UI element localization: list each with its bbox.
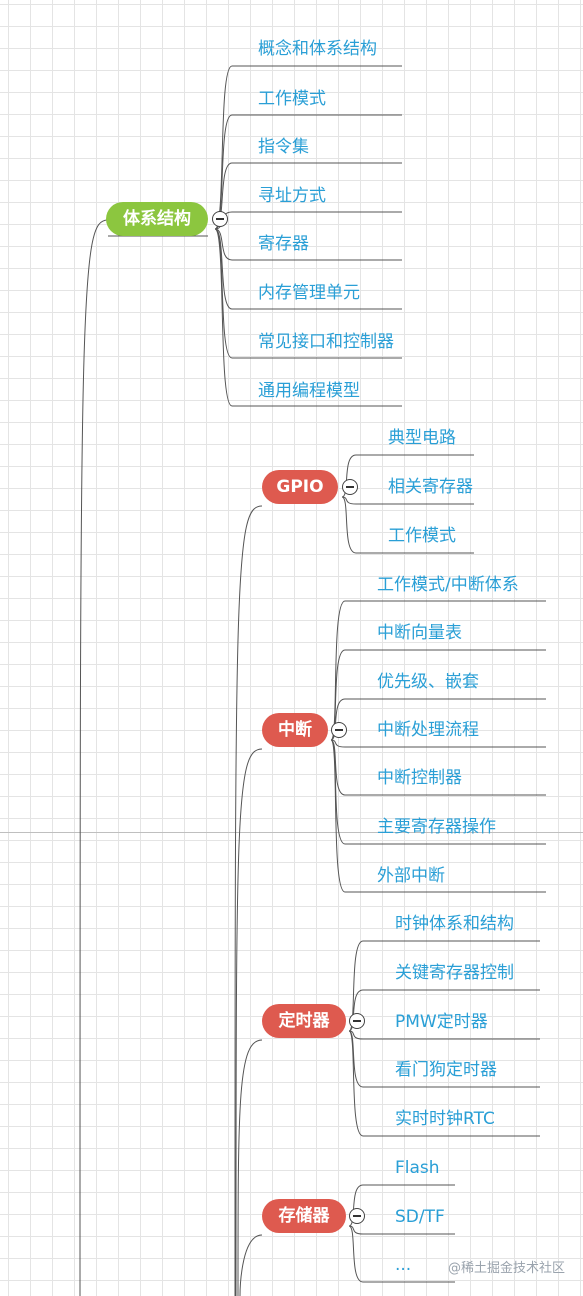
leaf-item[interactable]: 寄存器 (258, 234, 309, 254)
leaf-item[interactable]: 典型电路 (388, 428, 456, 448)
minus-circle-icon[interactable] (349, 1208, 365, 1224)
leaf-item[interactable]: 寻址方式 (258, 186, 326, 206)
branch-connector (330, 600, 346, 741)
leaf-item[interactable]: 工作模式 (388, 526, 456, 546)
branch-connector (330, 739, 346, 893)
leaf-item[interactable]: 常见接口和控制器 (258, 332, 394, 352)
leaf-item[interactable]: 实时时钟RTC (395, 1109, 495, 1129)
trunk-connector (79, 219, 109, 1296)
branch-connector (341, 496, 357, 554)
minus-circle-icon[interactable] (212, 211, 228, 227)
trunk-connector (234, 505, 263, 1296)
leaf-item[interactable]: Flash (395, 1158, 440, 1178)
leaf-item[interactable]: 内存管理单元 (258, 283, 360, 303)
branch-connector (330, 698, 346, 741)
leaf-item[interactable]: 概念和体系结构 (258, 39, 377, 59)
leaf-item[interactable]: ... (395, 1255, 412, 1275)
leaf-item[interactable]: 主要寄存器操作 (377, 817, 496, 837)
branch-connector (348, 940, 364, 1032)
trunk-connector (237, 1039, 263, 1296)
canvas-divider (0, 832, 583, 833)
topic-interrupt[interactable]: 中断 (262, 713, 328, 747)
leaf-item[interactable]: PMW定时器 (395, 1012, 488, 1032)
watermark: @稀土掘金技术社区 (447, 1261, 565, 1276)
leaf-item[interactable]: 外部中断 (377, 866, 445, 886)
minus-circle-icon[interactable] (331, 722, 347, 738)
minus-circle-icon[interactable] (342, 479, 358, 495)
leaf-item[interactable]: 中断控制器 (377, 768, 462, 788)
branch-connector (348, 1184, 364, 1227)
topic-gpio[interactable]: GPIO (262, 470, 338, 504)
leaf-item[interactable]: 通用编程模型 (258, 381, 360, 401)
branch-connector (330, 739, 346, 845)
branch-connector (348, 1030, 364, 1137)
leaf-item[interactable]: 相关寄存器 (388, 477, 473, 497)
branch-connector (341, 454, 357, 498)
branch-connector (348, 989, 364, 1032)
leaf-item[interactable]: 关键寄存器控制 (395, 963, 514, 983)
leaf-item[interactable]: 工作模式 (258, 89, 326, 109)
topic-storage[interactable]: 存储器 (262, 1199, 346, 1233)
leaf-item[interactable]: 优先级、嵌套 (377, 672, 479, 692)
minus-circle-icon[interactable] (349, 1013, 365, 1029)
leaf-item[interactable]: 工作模式/中断体系 (377, 575, 519, 595)
branch-connector (214, 228, 233, 310)
branch-connector (348, 1225, 364, 1283)
topic-timer[interactable]: 定时器 (262, 1004, 346, 1038)
topic-architecture[interactable]: 体系结构 (106, 202, 208, 236)
trunk-connector (239, 1234, 263, 1296)
leaf-item[interactable]: 中断处理流程 (377, 720, 479, 740)
branch-connector (330, 649, 346, 741)
leaf-item[interactable]: SD/TF (395, 1207, 445, 1227)
leaf-item[interactable]: 中断向量表 (377, 623, 462, 643)
leaf-item[interactable]: 指令集 (258, 137, 309, 157)
branch-connector (214, 228, 233, 407)
trunk-connector (235, 748, 263, 1296)
leaf-item[interactable]: 看门狗定时器 (395, 1060, 497, 1080)
leaf-item[interactable]: 时钟体系和结构 (395, 914, 514, 934)
branch-connector (214, 162, 233, 230)
